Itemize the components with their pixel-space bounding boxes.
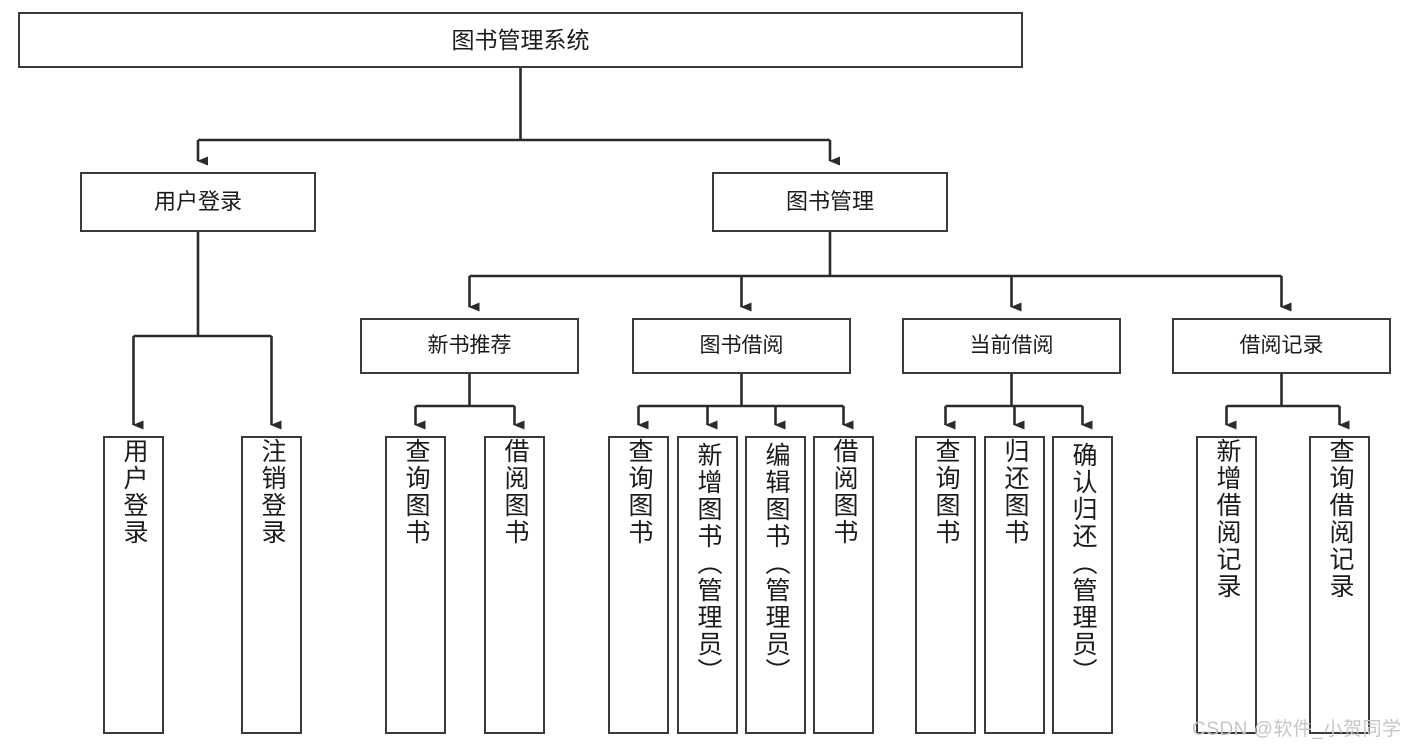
node-label: 图书管理 xyxy=(785,189,874,215)
node-label: 编辑图书（管理员） xyxy=(762,442,790,685)
node-label: 图书借阅 xyxy=(699,333,784,357)
node-leaf-4[interactable]: 查询图书 xyxy=(608,436,669,734)
node-label: 新增图书（管理员） xyxy=(694,442,722,685)
node-level2-3[interactable]: 借阅记录 xyxy=(1172,318,1391,374)
node-leaf-10[interactable]: 确认归还（管理员） xyxy=(1052,436,1113,734)
node-leaf-11[interactable]: 新增借阅记录 xyxy=(1196,436,1257,734)
node-root[interactable]: 图书管理系统 xyxy=(18,12,1023,68)
node-label: 用户登录 xyxy=(153,189,242,215)
node-leaf-7[interactable]: 借阅图书 xyxy=(813,436,874,734)
node-label: 查询图书 xyxy=(932,438,960,546)
node-leaf-8[interactable]: 查询图书 xyxy=(915,436,976,734)
node-label: 用户登录 xyxy=(120,438,148,546)
node-leaf-1[interactable]: 注销登录 xyxy=(241,436,302,734)
node-level2-0[interactable]: 新书推荐 xyxy=(360,318,579,374)
node-label: 查询图书 xyxy=(625,438,653,546)
node-leaf-2[interactable]: 查询图书 xyxy=(385,436,446,734)
node-leaf-0[interactable]: 用户登录 xyxy=(103,436,164,734)
node-label: 查询借阅记录 xyxy=(1326,438,1354,600)
node-level1-0[interactable]: 用户登录 xyxy=(80,172,316,232)
node-label: 借阅记录 xyxy=(1239,333,1324,357)
node-label: 借阅图书 xyxy=(830,438,858,546)
node-level2-1[interactable]: 图书借阅 xyxy=(632,318,851,374)
node-label: 新增借阅记录 xyxy=(1213,438,1241,600)
node-label: 查询图书 xyxy=(402,438,430,546)
node-label: 注销登录 xyxy=(258,438,286,546)
node-label: 借阅图书 xyxy=(501,438,529,546)
node-label: 确认归还（管理员） xyxy=(1069,442,1097,685)
node-level2-2[interactable]: 当前借阅 xyxy=(902,318,1121,374)
node-leaf-6[interactable]: 编辑图书（管理员） xyxy=(745,436,806,734)
node-label: 新书推荐 xyxy=(427,333,512,357)
node-label: 当前借阅 xyxy=(969,333,1054,357)
node-leaf-12[interactable]: 查询借阅记录 xyxy=(1309,436,1370,734)
node-label: 图书管理系统 xyxy=(451,26,590,53)
node-level1-1[interactable]: 图书管理 xyxy=(712,172,948,232)
node-label: 归还图书 xyxy=(1001,438,1029,546)
node-leaf-5[interactable]: 新增图书（管理员） xyxy=(677,436,738,734)
node-leaf-3[interactable]: 借阅图书 xyxy=(484,436,545,734)
node-leaf-9[interactable]: 归还图书 xyxy=(984,436,1045,734)
